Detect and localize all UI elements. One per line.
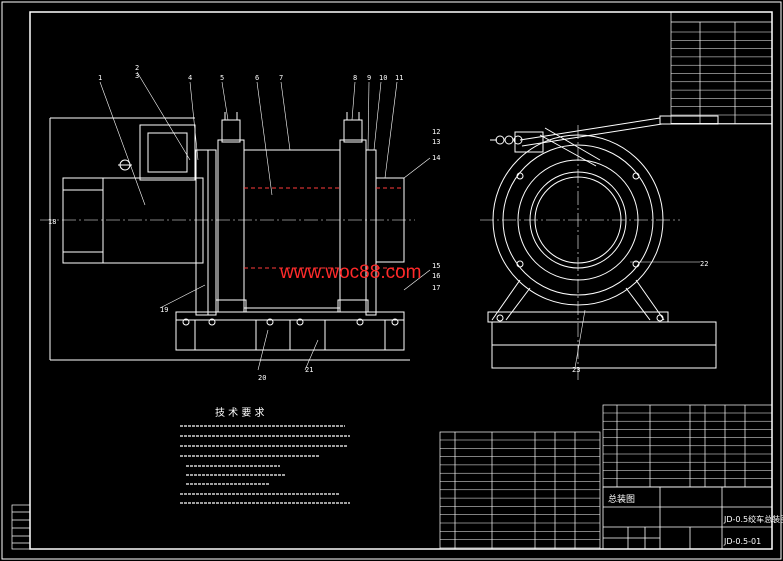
tech-requirements-heading: 技 术 要 求 (215, 406, 265, 419)
reducer-box (139, 124, 196, 181)
leader-lines (99, 71, 700, 371)
part-number-label: 9 (367, 74, 371, 82)
part-number-label: 23 (572, 366, 580, 374)
parameter-table-rows (671, 31, 772, 124)
part-number-label: 18 (48, 218, 56, 226)
binding-margin-boxes (11, 504, 31, 550)
part-number-label: 22 (700, 260, 708, 268)
watermark-text: www.woc88.com (279, 262, 422, 283)
part-number-label: 11 (395, 74, 403, 82)
part-number-label: 19 (160, 306, 168, 314)
title-drawing-name: 总装图 (608, 493, 635, 505)
side-view (487, 115, 719, 369)
part-number-label: 5 (220, 74, 224, 82)
brake-lever (519, 117, 661, 141)
part-number-label: 8 (353, 74, 357, 82)
part-number-label: 10 (379, 74, 387, 82)
parameter-table (670, 11, 773, 125)
title-drawing-number: JD-0.5-01 (723, 537, 761, 546)
part-number-label: 16 (432, 272, 440, 280)
parts-list-left (439, 431, 601, 550)
title-model: JD-0.5绞车总装图 (723, 514, 783, 524)
part-number-label: 2 (135, 64, 139, 72)
motor-body (62, 177, 204, 264)
right-flange (339, 139, 367, 313)
tech-requirements-text-lines (180, 425, 350, 504)
part-number-label: 17 (432, 284, 440, 292)
tech-requirements-block: 技 术 要 求 (180, 406, 350, 504)
part-number-label: 20 (258, 374, 266, 382)
part-number-label: 3 (135, 72, 139, 80)
part-number-label: 15 (432, 262, 440, 270)
title-block (602, 486, 773, 550)
part-number-label: 1 (98, 74, 102, 82)
part-number-label: 12 (432, 128, 440, 136)
sheet-inner-border (29, 11, 773, 550)
hidden-lines (244, 187, 404, 269)
part-number-label: 13 (432, 138, 440, 146)
drum (243, 149, 341, 309)
left-flange (217, 139, 245, 313)
part-number-label: 21 (305, 366, 313, 374)
part-number-label: 7 (279, 74, 283, 82)
parts-list-right-rows (603, 412, 772, 488)
parts-list-left-rows (440, 439, 600, 549)
part-number-label: 14 (432, 154, 440, 162)
front-view (49, 112, 410, 361)
part-number-label: 4 (188, 74, 192, 82)
part-number-label: 6 (255, 74, 259, 82)
